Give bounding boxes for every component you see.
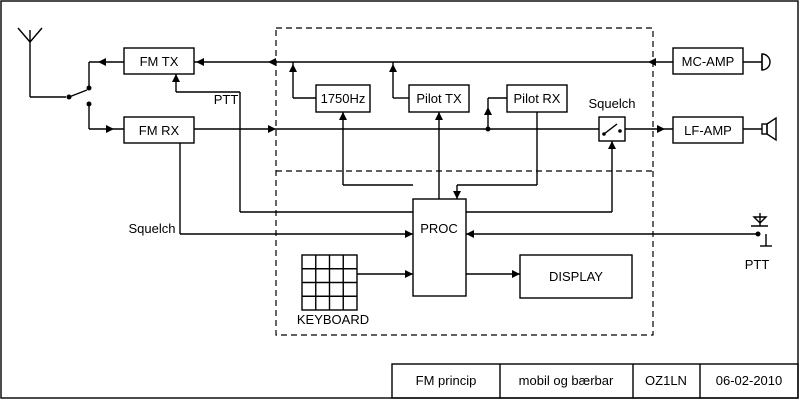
squelch-rx-line [179,143,413,238]
tone-1750-link [289,62,316,99]
pilot-rx-to-proc-line [453,112,538,199]
proc-to-squelch-line [466,141,616,213]
switch-icon [602,123,622,136]
tx-audio-line [194,58,673,66]
fm-rx-block [123,116,195,144]
mc-amp-block [672,47,744,75]
ptt-switch-icon [751,213,772,247]
pilot-rx-link [484,97,507,132]
date-text: 06-02-2010 [716,373,783,388]
pilot-rx-label: Pilot RX [514,91,561,106]
proc-to-display-line [466,270,520,278]
processor-enclosure [275,27,654,336]
ptt-button-label: PTT [745,257,770,272]
keyboard-to-proc-line [357,270,413,278]
squelch-switch-block [598,116,626,142]
squelch-switch-label: Squelch [589,96,636,111]
proc-label: PROC [420,221,458,236]
lf-amp-label: LF-AMP [684,123,732,138]
antenna-icon [17,27,66,98]
rx-audio-line [194,125,673,133]
keypad-icon [301,254,358,311]
tx-rx-switch [66,58,124,133]
pilot-tx-link [389,62,409,99]
keyboard-label: KEYBOARD [297,312,369,327]
microphone-icon [743,53,771,71]
squelch-rx-label: Squelch [129,221,176,236]
speaker-icon [743,116,777,142]
display-block [519,254,633,299]
title-text: FM princip [416,373,477,388]
fm-tx-block [123,47,195,75]
mc-amp-label: MC-AMP [682,54,735,69]
author-text: OZ1LN [645,373,687,388]
ptt-input-line [466,230,758,238]
tone-1750-block [315,84,371,113]
pilot-tx-block [408,84,470,113]
proc-to-1750-line [339,112,413,186]
subtitle-text: mobil og bærbar [519,373,614,388]
title-block [391,363,799,399]
fm-rx-label: FM RX [139,123,180,138]
display-label: DISPLAY [549,269,603,284]
pilot-tx-label: Pilot TX [416,91,462,106]
tone-1750-label: 1750Hz [321,91,366,106]
proc-block [412,198,467,297]
fm-tx-label: FM TX [140,54,179,69]
ptt-tx-label: PTT [214,92,239,107]
proc-to-pilot-tx-line [435,112,443,199]
lf-amp-block [672,116,744,144]
ptt-tx-line [172,74,413,213]
